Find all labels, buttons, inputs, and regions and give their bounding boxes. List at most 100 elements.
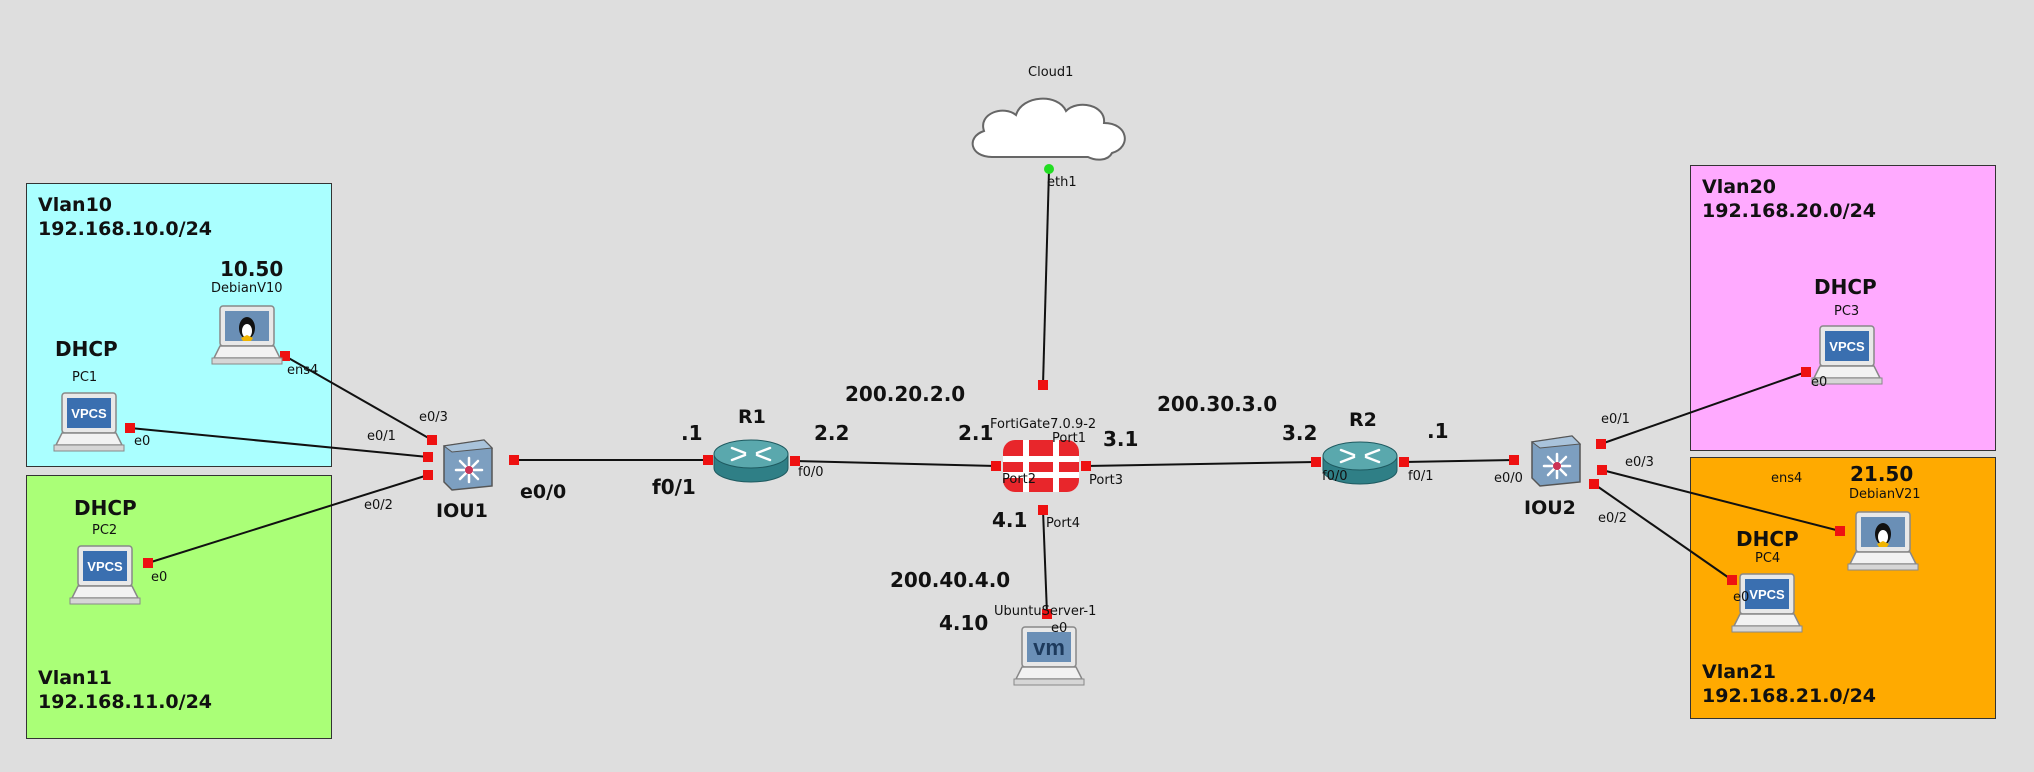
vm-computer-icon: vm xyxy=(1013,626,1085,686)
port-marker-r1-f01[interactable] xyxy=(703,455,713,465)
iou2-node[interactable] xyxy=(1526,432,1586,488)
r2-node[interactable] xyxy=(1321,436,1399,488)
r1-label: R1 xyxy=(738,406,766,428)
fortigate-label: FortiGate7.0.9-2 xyxy=(990,417,1097,432)
port-marker-fg-port4[interactable] xyxy=(1038,505,1048,515)
port-marker-iou1-e03[interactable] xyxy=(427,435,437,445)
port-marker-iou2-e02[interactable] xyxy=(1589,479,1599,489)
pc1-label: PC1 xyxy=(72,370,98,385)
network-200-30-3-0: 200.30.3.0 xyxy=(1157,392,1278,416)
r2-f00-label: f0/0 xyxy=(1322,469,1348,484)
r1-f00-label: f0/0 xyxy=(798,465,824,480)
debian10-node[interactable] xyxy=(210,304,284,370)
network-200-20-2-0: 200.20.2.0 xyxy=(845,382,966,406)
port-marker-debian21-ens4[interactable] xyxy=(1835,526,1845,536)
svg-text:VPCS: VPCS xyxy=(1829,339,1865,354)
port-marker-pc2-e0[interactable] xyxy=(143,558,153,568)
link-iou2-pc3[interactable] xyxy=(1600,371,1807,445)
pc2-node[interactable]: VPCS xyxy=(68,544,142,610)
debian21-address: 21.50 xyxy=(1850,462,1914,486)
svg-text:vm: vm xyxy=(1033,635,1065,660)
pc1-address: DHCP xyxy=(55,337,118,361)
pc1-node[interactable]: VPCS xyxy=(52,391,126,457)
link-r2-iou2[interactable] xyxy=(1403,459,1515,463)
port-marker-cloud-eth1[interactable] xyxy=(1044,164,1054,174)
debian10-address: 10.50 xyxy=(220,257,284,281)
cloud-eth1-label: eth1 xyxy=(1047,175,1077,190)
port-marker-fg-port1[interactable] xyxy=(1038,380,1048,390)
link-fortigate-r2[interactable] xyxy=(1085,461,1317,467)
link-fortigate-ubuntu[interactable] xyxy=(1042,509,1048,615)
port-marker-pc4-e0[interactable] xyxy=(1727,575,1737,585)
port-marker-r2-f00[interactable] xyxy=(1311,457,1321,467)
fortigate-right-ip: 3.1 xyxy=(1103,427,1139,451)
iou2-e03-label: e0/3 xyxy=(1625,455,1654,470)
pc4-node[interactable]: VPCS xyxy=(1730,572,1804,638)
ubuntu-label: UbuntuServer-1 xyxy=(994,604,1097,619)
svg-text:VPCS: VPCS xyxy=(1749,587,1785,602)
cloud-icon xyxy=(971,97,1126,161)
zone-vlan20[interactable]: Vlan20 192.168.20.0/24 xyxy=(1690,165,1996,451)
pc1-e0-label: e0 xyxy=(134,434,151,449)
r1-node[interactable] xyxy=(712,434,790,486)
r2-f01-label: f0/1 xyxy=(1408,469,1434,484)
pc3-address: DHCP xyxy=(1814,275,1877,299)
port-marker-iou1-e00[interactable] xyxy=(509,455,519,465)
pc3-label: PC3 xyxy=(1834,304,1860,319)
port-marker-fg-port3[interactable] xyxy=(1081,461,1091,471)
fortigate-left-ip: 2.1 xyxy=(958,421,994,445)
zone-vlan10-title: Vlan10 192.168.10.0/24 xyxy=(38,194,213,240)
cloud1-label: Cloud1 xyxy=(1028,65,1074,80)
pc2-label: PC2 xyxy=(92,523,118,538)
debian21-label: DebianV21 xyxy=(1849,487,1921,502)
fortigate-node[interactable] xyxy=(1001,438,1081,494)
iou1-e02-label: e0/2 xyxy=(364,498,393,513)
link-iou2-pc4[interactable] xyxy=(1593,483,1733,581)
pc4-address: DHCP xyxy=(1736,527,1799,551)
iou2-e01-label: e0/1 xyxy=(1601,412,1630,427)
r1-f01-label: f0/1 xyxy=(652,475,696,499)
port-marker-iou1-e01[interactable] xyxy=(423,452,433,462)
port-marker-ubuntu-e0[interactable] xyxy=(1042,609,1052,619)
firewall-icon xyxy=(1003,440,1079,492)
r2-left-ip: 3.2 xyxy=(1282,421,1318,445)
port-marker-r2-f01[interactable] xyxy=(1399,457,1409,467)
port-marker-fg-port2[interactable] xyxy=(991,461,1001,471)
port-marker-iou2-e03[interactable] xyxy=(1597,465,1607,475)
linux-computer-icon xyxy=(1847,511,1919,571)
router-icon xyxy=(713,439,789,483)
fortigate-port2-label: Port2 xyxy=(1002,472,1037,487)
link-debian10-iou1[interactable] xyxy=(284,355,433,441)
ubuntu-node[interactable]: vm xyxy=(1012,625,1086,691)
network-200-40-4-0: 200.40.4.0 xyxy=(890,568,1011,592)
port-marker-r1-f00[interactable] xyxy=(790,456,800,466)
router-icon xyxy=(1322,441,1398,485)
link-r1-fortigate[interactable] xyxy=(794,460,997,467)
debian10-ens4-label: ens4 xyxy=(287,363,319,378)
debian21-ens4-label: ens4 xyxy=(1771,471,1803,486)
iou1-e01-label: e0/1 xyxy=(367,429,396,444)
iou1-node[interactable] xyxy=(438,436,498,492)
link-iou2-debian21[interactable] xyxy=(1601,469,1841,532)
fortigate-port1-label: Port1 xyxy=(1052,431,1087,446)
port-marker-debian10-ens4[interactable] xyxy=(280,351,290,361)
port-marker-iou2-e00[interactable] xyxy=(1509,455,1519,465)
port-marker-pc3-e0[interactable] xyxy=(1801,367,1811,377)
link-pc2-iou1[interactable] xyxy=(147,474,429,564)
pc3-node[interactable]: VPCS xyxy=(1810,324,1884,390)
zone-vlan11[interactable]: Vlan11 192.168.11.0/24 xyxy=(26,475,332,739)
port-marker-iou1-e02[interactable] xyxy=(423,470,433,480)
link-pc1-iou1[interactable] xyxy=(129,427,429,458)
fortigate-port4-label: Port4 xyxy=(1046,516,1081,531)
port-marker-pc1-e0[interactable] xyxy=(125,423,135,433)
cloud1-node[interactable] xyxy=(962,85,1134,167)
fortigate-port3-label: Port3 xyxy=(1089,473,1124,488)
debian21-node[interactable] xyxy=(1846,510,1920,576)
link-cloud-fortigate[interactable] xyxy=(1042,169,1050,386)
port-marker-iou2-e01[interactable] xyxy=(1596,439,1606,449)
ubuntu-address: 4.10 xyxy=(939,611,989,635)
iou1-label: IOU1 xyxy=(436,500,488,522)
r2-label: R2 xyxy=(1349,409,1377,431)
